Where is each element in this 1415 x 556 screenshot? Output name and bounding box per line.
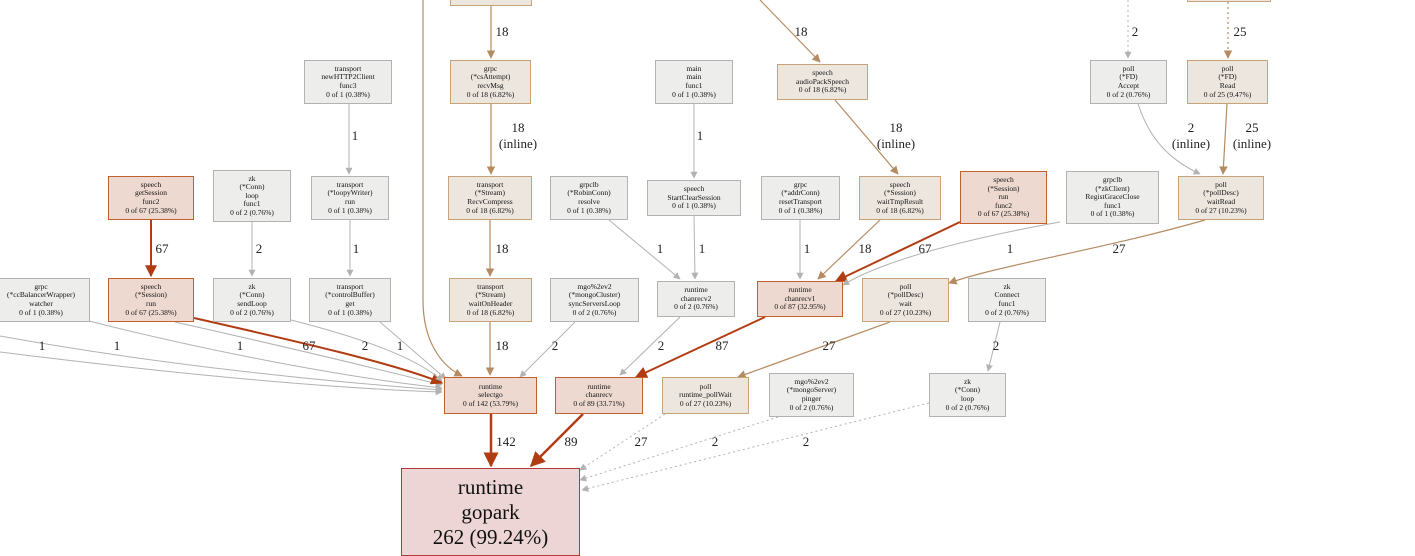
- edge-left1-selectgo[interactable]: [0, 335, 443, 394]
- edge-label-connect-zkloop: 2: [993, 338, 1000, 353]
- edge-controlbuffer-selectgo[interactable]: [379, 321, 447, 380]
- edge-label-waittmp-chanrecv1: 18: [859, 241, 872, 256]
- edge-label-left-run-selectgo: 1: [237, 338, 244, 353]
- edge-label-runfunc2-chanrecv1: 67: [919, 241, 933, 256]
- edge-label-recvcompress-waitonheader: 18: [496, 241, 509, 256]
- edge-label-startclose-chanrecv2: 1: [699, 241, 706, 256]
- edge-label-wait-pollwait: 27: [823, 338, 837, 353]
- edge-connect-zkloop[interactable]: [986, 321, 1001, 372]
- edge-waitread-wait[interactable]: [948, 219, 1206, 285]
- edge-chanrecv1-chanrecv[interactable]: [634, 316, 766, 378]
- edge-label-addrconn-chanrecv1: 1: [804, 241, 811, 256]
- edge-accept-waitread[interactable]: [1137, 103, 1201, 175]
- edge-label-sendloop-selectgo: 2: [362, 338, 369, 353]
- edge-chanrecv-gopark[interactable]: [529, 413, 584, 468]
- partial-node-top-center[interactable]: [450, 0, 532, 6]
- edge-label-chanrecv-gopark: 89: [565, 434, 578, 449]
- edge-label-top-audiopack: 18: [795, 24, 808, 39]
- edge-label-zkclient-chanrecv1: 1: [1007, 241, 1014, 256]
- edge-startclose-chanrecv2[interactable]: [691, 215, 699, 280]
- edge-label-loopy-controlbuffer: 1: [353, 241, 360, 256]
- edge-label-waitonheader-selectgo: 18: [496, 338, 509, 353]
- edge-label-newhttp2-loopy: 1: [352, 128, 359, 143]
- edge-label-sync-selectgo: 2: [552, 338, 559, 353]
- edge-run-selectgo[interactable]: [193, 317, 444, 385]
- edge-audiopack-waittmp[interactable]: [834, 99, 899, 175]
- edge-read-waitread[interactable]: [1219, 103, 1228, 175]
- edge-label-accept-waitread: 2(inline): [1172, 120, 1210, 151]
- edge-label-getsession-run: 67: [156, 241, 170, 256]
- edge-zkclient-chanrecv1[interactable]: [842, 221, 1061, 286]
- edge-chanrecv2-chanrecv[interactable]: [619, 316, 681, 376]
- edge-label-left1-selectgo: 1: [39, 338, 46, 353]
- edge-label-robin-chanrecv2: 1: [657, 241, 664, 256]
- edge-offscreen-left-to-selectgo[interactable]: [0, 351, 443, 396]
- edge-sendloop-selectgo[interactable]: [290, 319, 443, 382]
- edge-label-top-grpc: 18: [496, 24, 509, 39]
- edge-top-audiopack[interactable]: [759, 0, 821, 63]
- edge-label-read-waitread: 25(inline): [1233, 120, 1271, 151]
- edge-label-audiopack-waittmp: 18(inline): [877, 120, 915, 151]
- edge-label-csattempt-recvcompress: 18(inline): [499, 120, 537, 151]
- edge-label-top-read: 25: [1234, 24, 1247, 39]
- edge-pollwait-gopark[interactable]: [579, 413, 666, 471]
- edge-label-pinger-gopark: 2: [712, 434, 719, 449]
- edge-runfunc2-chanrecv1[interactable]: [834, 221, 961, 282]
- edge-label-zkloop-gopark: 2: [803, 434, 810, 449]
- edge-wait-pollwait[interactable]: [737, 321, 891, 379]
- edge-label-chanrecv2-chanrecv: 2: [658, 338, 665, 353]
- edge-label-controlbuffer-selectgo: 1: [397, 338, 404, 353]
- edge-label-chanrecv1-chanrecv: 87: [716, 338, 730, 353]
- edge-label-run-selectgo: 67: [303, 338, 317, 353]
- edge-sync-selectgo[interactable]: [519, 321, 576, 378]
- edge-label-selectgo-gopark: 142: [496, 434, 516, 449]
- edge-label-pollwait-gopark: 27: [635, 434, 649, 449]
- partial-node-top-right[interactable]: [1187, 0, 1271, 2]
- edge-offscreen-to-selectgo[interactable]: [422, 0, 463, 377]
- edge-left-run-selectgo[interactable]: [174, 321, 443, 387]
- edge-waittmp-chanrecv1[interactable]: [817, 219, 881, 280]
- edge-robin-chanrecv2[interactable]: [608, 219, 681, 280]
- edge-label-main-startclose: 1: [697, 128, 704, 143]
- edge-label-top-accept: 2: [1132, 24, 1139, 39]
- edge-ccbal-selectgo[interactable]: [84, 319, 443, 391]
- edge-label-waitread-wait: 27: [1113, 241, 1127, 256]
- edge-label-zkloop-sendloop: 2: [256, 241, 263, 256]
- edge-label-ccbal-selectgo: 1: [114, 338, 121, 353]
